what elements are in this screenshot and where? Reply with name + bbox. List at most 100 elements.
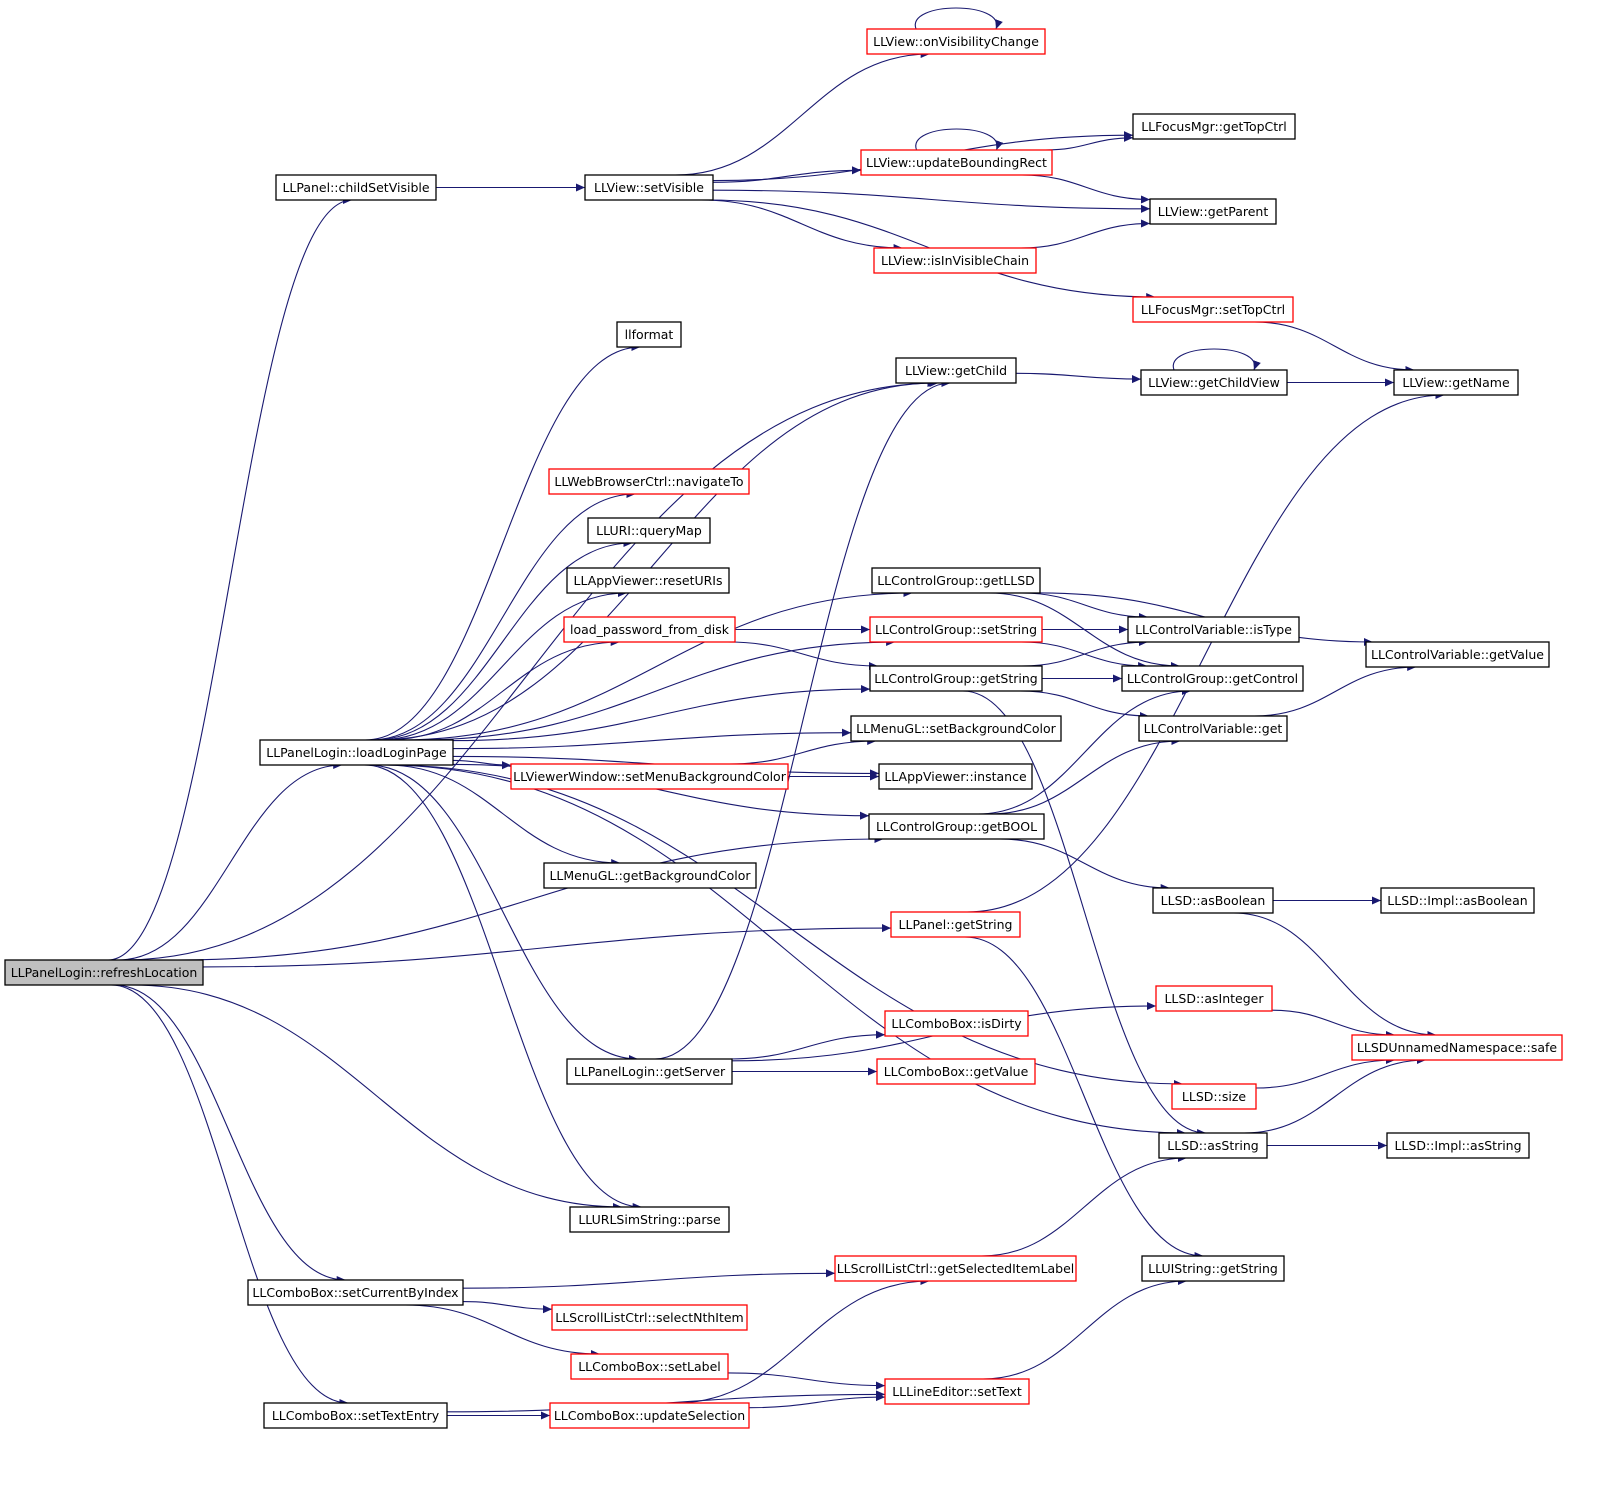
function-node-n9[interactable]: llformat xyxy=(616,321,682,348)
node-label: LLMenuGL::getBackgroundColor xyxy=(549,868,751,883)
node-label: LLControlGroup::getString xyxy=(874,671,1037,686)
function-node-n11[interactable]: LLView::getChildView xyxy=(1140,369,1288,396)
function-node-n4[interactable]: LLFocusMgr::getTopCtrl xyxy=(1132,113,1296,140)
function-node-n48[interactable]: LLComboBox::setTextEntry xyxy=(263,1402,448,1429)
node-label: LLPanelLogin::refreshLocation xyxy=(11,965,198,980)
node-box xyxy=(1141,1255,1285,1282)
node-label: LLView::getChild xyxy=(905,363,1007,378)
function-node-n33[interactable]: LLSD::asInteger xyxy=(1155,985,1273,1012)
edge-n25-n13 xyxy=(369,489,636,741)
function-node-n20[interactable]: LLControlVariable::getValue xyxy=(1365,641,1550,668)
function-node-n47[interactable]: LLLineEditor::setText xyxy=(884,1378,1030,1405)
edge-n24-n20 xyxy=(1254,662,1417,717)
function-node-n29[interactable]: LLMenuGL::getBackgroundColor xyxy=(543,862,757,889)
function-node-n34[interactable]: LLComboBox::isDirty xyxy=(884,1010,1029,1037)
function-node-n41[interactable]: LLURLSimString::parse xyxy=(569,1206,730,1233)
function-nodes: LLPanelLogin::refreshLocation LLPanel::ch… xyxy=(4,28,1563,1429)
function-node-n7[interactable]: LLView::isInVisibleChain xyxy=(873,247,1037,274)
function-node-n12[interactable]: LLView::getName xyxy=(1393,369,1519,396)
function-node-n42[interactable]: LLScrollListCtrl::getSelectedItemLabel xyxy=(834,1255,1077,1282)
node-box xyxy=(866,28,1046,55)
function-node-n24[interactable]: LLControlVariable::get xyxy=(1138,715,1288,742)
node-label: LLView::setVisible xyxy=(594,180,704,195)
edge-n25-n9 xyxy=(365,342,641,741)
function-node-n8[interactable]: LLFocusMgr::setTopCtrl xyxy=(1132,296,1294,323)
node-box xyxy=(884,1378,1030,1405)
function-node-n5[interactable]: LLView::updateBoundingRect xyxy=(860,149,1053,176)
function-node-n36[interactable]: LLPanelLogin::getServer xyxy=(566,1058,733,1085)
node-label: LLComboBox::setLabel xyxy=(578,1359,721,1374)
function-node-n10[interactable]: LLView::getChild xyxy=(895,357,1017,384)
node-box xyxy=(890,911,1021,938)
edge-n2-n6 xyxy=(712,189,1151,213)
edge-n33-n35 xyxy=(1271,1009,1396,1040)
node-label: LLControlVariable::getValue xyxy=(1371,647,1544,662)
edge-n28-n24 xyxy=(989,736,1181,815)
node-label: LLView::updateBoundingRect xyxy=(866,155,1047,170)
node-label: LLFocusMgr::getTopCtrl xyxy=(1141,119,1287,134)
edge-n0-n48 xyxy=(111,984,349,1408)
function-node-n16[interactable]: LLControlGroup::getLLSD xyxy=(871,567,1041,594)
function-node-n25[interactable]: LLPanelLogin::loadLoginPage xyxy=(259,739,454,766)
node-box xyxy=(834,1255,1077,1282)
edge-n5-n6 xyxy=(1021,174,1151,204)
function-node-n30[interactable]: LLSD::asBoolean xyxy=(1152,887,1274,914)
function-node-n28[interactable]: LLControlGroup::getBOOL xyxy=(868,813,1045,840)
node-box xyxy=(884,1010,1029,1037)
function-node-n27[interactable]: LLAppViewer::instance xyxy=(878,763,1033,790)
node-label: LLWebBrowserCtrl::navigateTo xyxy=(554,474,743,489)
function-node-n1[interactable]: LLPanel::childSetVisible xyxy=(275,174,437,201)
node-box xyxy=(871,567,1041,594)
edge-n25-n14 xyxy=(372,538,633,741)
function-node-n19[interactable]: LLControlVariable::isType xyxy=(1127,616,1300,643)
node-label: LLSD::asInteger xyxy=(1164,991,1264,1006)
function-node-n44[interactable]: LLComboBox::setCurrentByIndex xyxy=(247,1279,464,1306)
node-box xyxy=(587,517,711,544)
function-node-n31[interactable]: LLSD::Impl::asBoolean xyxy=(1380,887,1535,914)
function-node-n6[interactable]: LLView::getParent xyxy=(1149,198,1277,225)
function-node-n23[interactable]: LLMenuGL::setBackgroundColor xyxy=(850,715,1062,742)
function-node-n0[interactable]: LLPanelLogin::refreshLocation xyxy=(4,959,204,986)
function-node-n13[interactable]: LLWebBrowserCtrl::navigateTo xyxy=(548,468,750,495)
node-label: LLView::getName xyxy=(1402,375,1510,390)
edge-n28-n30 xyxy=(999,838,1170,893)
node-box xyxy=(860,149,1053,176)
edge-n25-n18 xyxy=(417,637,896,741)
function-node-n22[interactable]: LLControlGroup::getControl xyxy=(1121,665,1304,692)
function-node-n45[interactable]: LLScrollListCtrl::selectNthItem xyxy=(551,1304,748,1331)
function-node-n21[interactable]: LLControlGroup::getString xyxy=(869,665,1043,692)
function-node-n37[interactable]: LLComboBox::getValue xyxy=(876,1058,1036,1085)
function-node-n32[interactable]: LLPanel::getString xyxy=(890,911,1021,938)
function-node-n38[interactable]: LLSD::size xyxy=(1171,1083,1257,1110)
function-node-n49[interactable]: LLComboBox::updateSelection xyxy=(549,1402,750,1429)
edge-n32-n12 xyxy=(966,390,1445,913)
node-box xyxy=(1393,369,1519,396)
function-node-n18[interactable]: LLControlGroup::setString xyxy=(869,616,1043,643)
edge-n16-n19 xyxy=(1021,592,1148,622)
node-box xyxy=(869,616,1043,643)
node-label: LLComboBox::updateSelection xyxy=(554,1408,745,1423)
function-node-n15[interactable]: LLAppViewer::resetURIs xyxy=(566,567,730,594)
node-label: LLControlGroup::getLLSD xyxy=(877,573,1035,588)
edge-n46-n47 xyxy=(727,1372,886,1390)
function-node-n26[interactable]: LLViewerWindow::setMenuBackgroundColor xyxy=(510,763,789,790)
edge-n2-n3 xyxy=(675,49,930,176)
node-label: LLSD::size xyxy=(1182,1089,1246,1104)
edge-n25-n29 xyxy=(386,764,621,868)
edge-n49-n47 xyxy=(748,1393,886,1409)
function-node-n3[interactable]: LLView::onVisibilityChange xyxy=(866,28,1046,55)
function-node-n17[interactable]: load_password_from_disk xyxy=(563,616,736,643)
function-node-n46[interactable]: LLComboBox::setLabel xyxy=(570,1353,729,1380)
edge-n25-n39 xyxy=(383,764,1186,1138)
function-node-n40[interactable]: LLSD::Impl::asString xyxy=(1386,1132,1530,1159)
function-node-n43[interactable]: LLUIString::getString xyxy=(1141,1255,1285,1282)
function-node-n2[interactable]: LLView::setVisible xyxy=(584,174,714,201)
edge-n25-n38 xyxy=(387,764,1183,1089)
function-node-n35[interactable]: LLSDUnnamedNamespace::safe xyxy=(1351,1034,1563,1061)
node-label: LLFocusMgr::setTopCtrl xyxy=(1141,302,1285,317)
function-node-n39[interactable]: LLSD::asString xyxy=(1158,1132,1268,1159)
node-label: LLControlVariable::isType xyxy=(1135,622,1292,637)
edge-n25-n21 xyxy=(452,685,871,742)
node-box xyxy=(247,1279,464,1306)
function-node-n14[interactable]: LLURI::queryMap xyxy=(587,517,711,544)
